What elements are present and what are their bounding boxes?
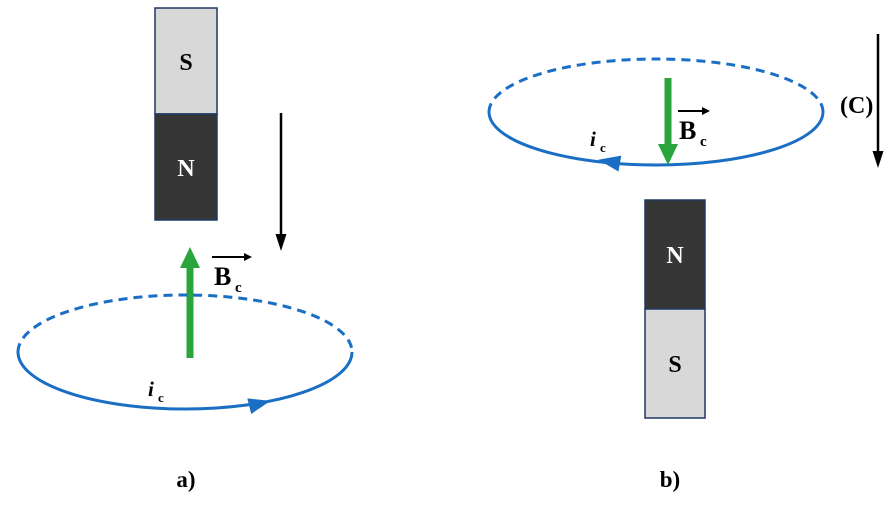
vector-arrowhead-a-icon [244,253,252,261]
vector-arrowhead-b-icon [702,107,710,115]
coil-b-back-edge [487,57,825,113]
current-label-a: i c [148,377,164,405]
field-subscript-b: c [700,134,707,150]
magnet-b-north-label: N [666,243,684,269]
field-subscript-a: c [235,280,242,296]
current-direction-arrowhead-b-icon [598,155,622,172]
coil-name-label-b: (C) [840,93,873,119]
current-subscript-b: c [600,140,606,155]
current-subscript-a: c [158,390,164,405]
magnet-a-south-pole [154,7,218,115]
motion-arrow-a-head [275,234,287,251]
current-symbol-a: i [148,377,154,401]
field-symbol-a: B [214,262,231,291]
coil-a [16,293,354,414]
motion-arrow-b-head [872,151,884,168]
coil-a-back-edge [16,293,354,353]
magnet-motion-arrow-a [275,113,287,251]
current-label-b: i c [590,127,606,155]
magnet-a-north-label: N [177,156,195,182]
coil-b [487,57,825,172]
magnet-a-north-pole [154,113,218,221]
bar-magnet-b: N S [644,199,706,419]
induced-field-arrow-b [658,78,678,165]
bar-magnet-a: S N [154,7,218,221]
coil-b-front-edge [487,111,825,167]
current-symbol-b: i [590,127,596,151]
field-arrow-a-head [180,247,200,268]
field-symbol-b: B [679,116,696,145]
figure-a: S N B c [16,7,354,492]
induced-field-arrow-a [180,247,200,358]
field-label-a: B c [212,253,252,296]
figure-b: i c B c (C) [487,34,884,492]
caption-a: a) [176,467,195,492]
field-label-b: B c [678,107,710,150]
caption-b: b) [660,467,680,492]
magnet-motion-arrow-b [872,34,884,168]
magnet-b-south-label: S [668,352,681,378]
coil-a-front-edge [16,351,354,411]
current-direction-arrowhead-a-icon [247,398,271,414]
magnet-a-south-label: S [179,50,192,76]
field-arrow-b-head [658,144,678,165]
magnet-b-south-pole [644,308,706,419]
